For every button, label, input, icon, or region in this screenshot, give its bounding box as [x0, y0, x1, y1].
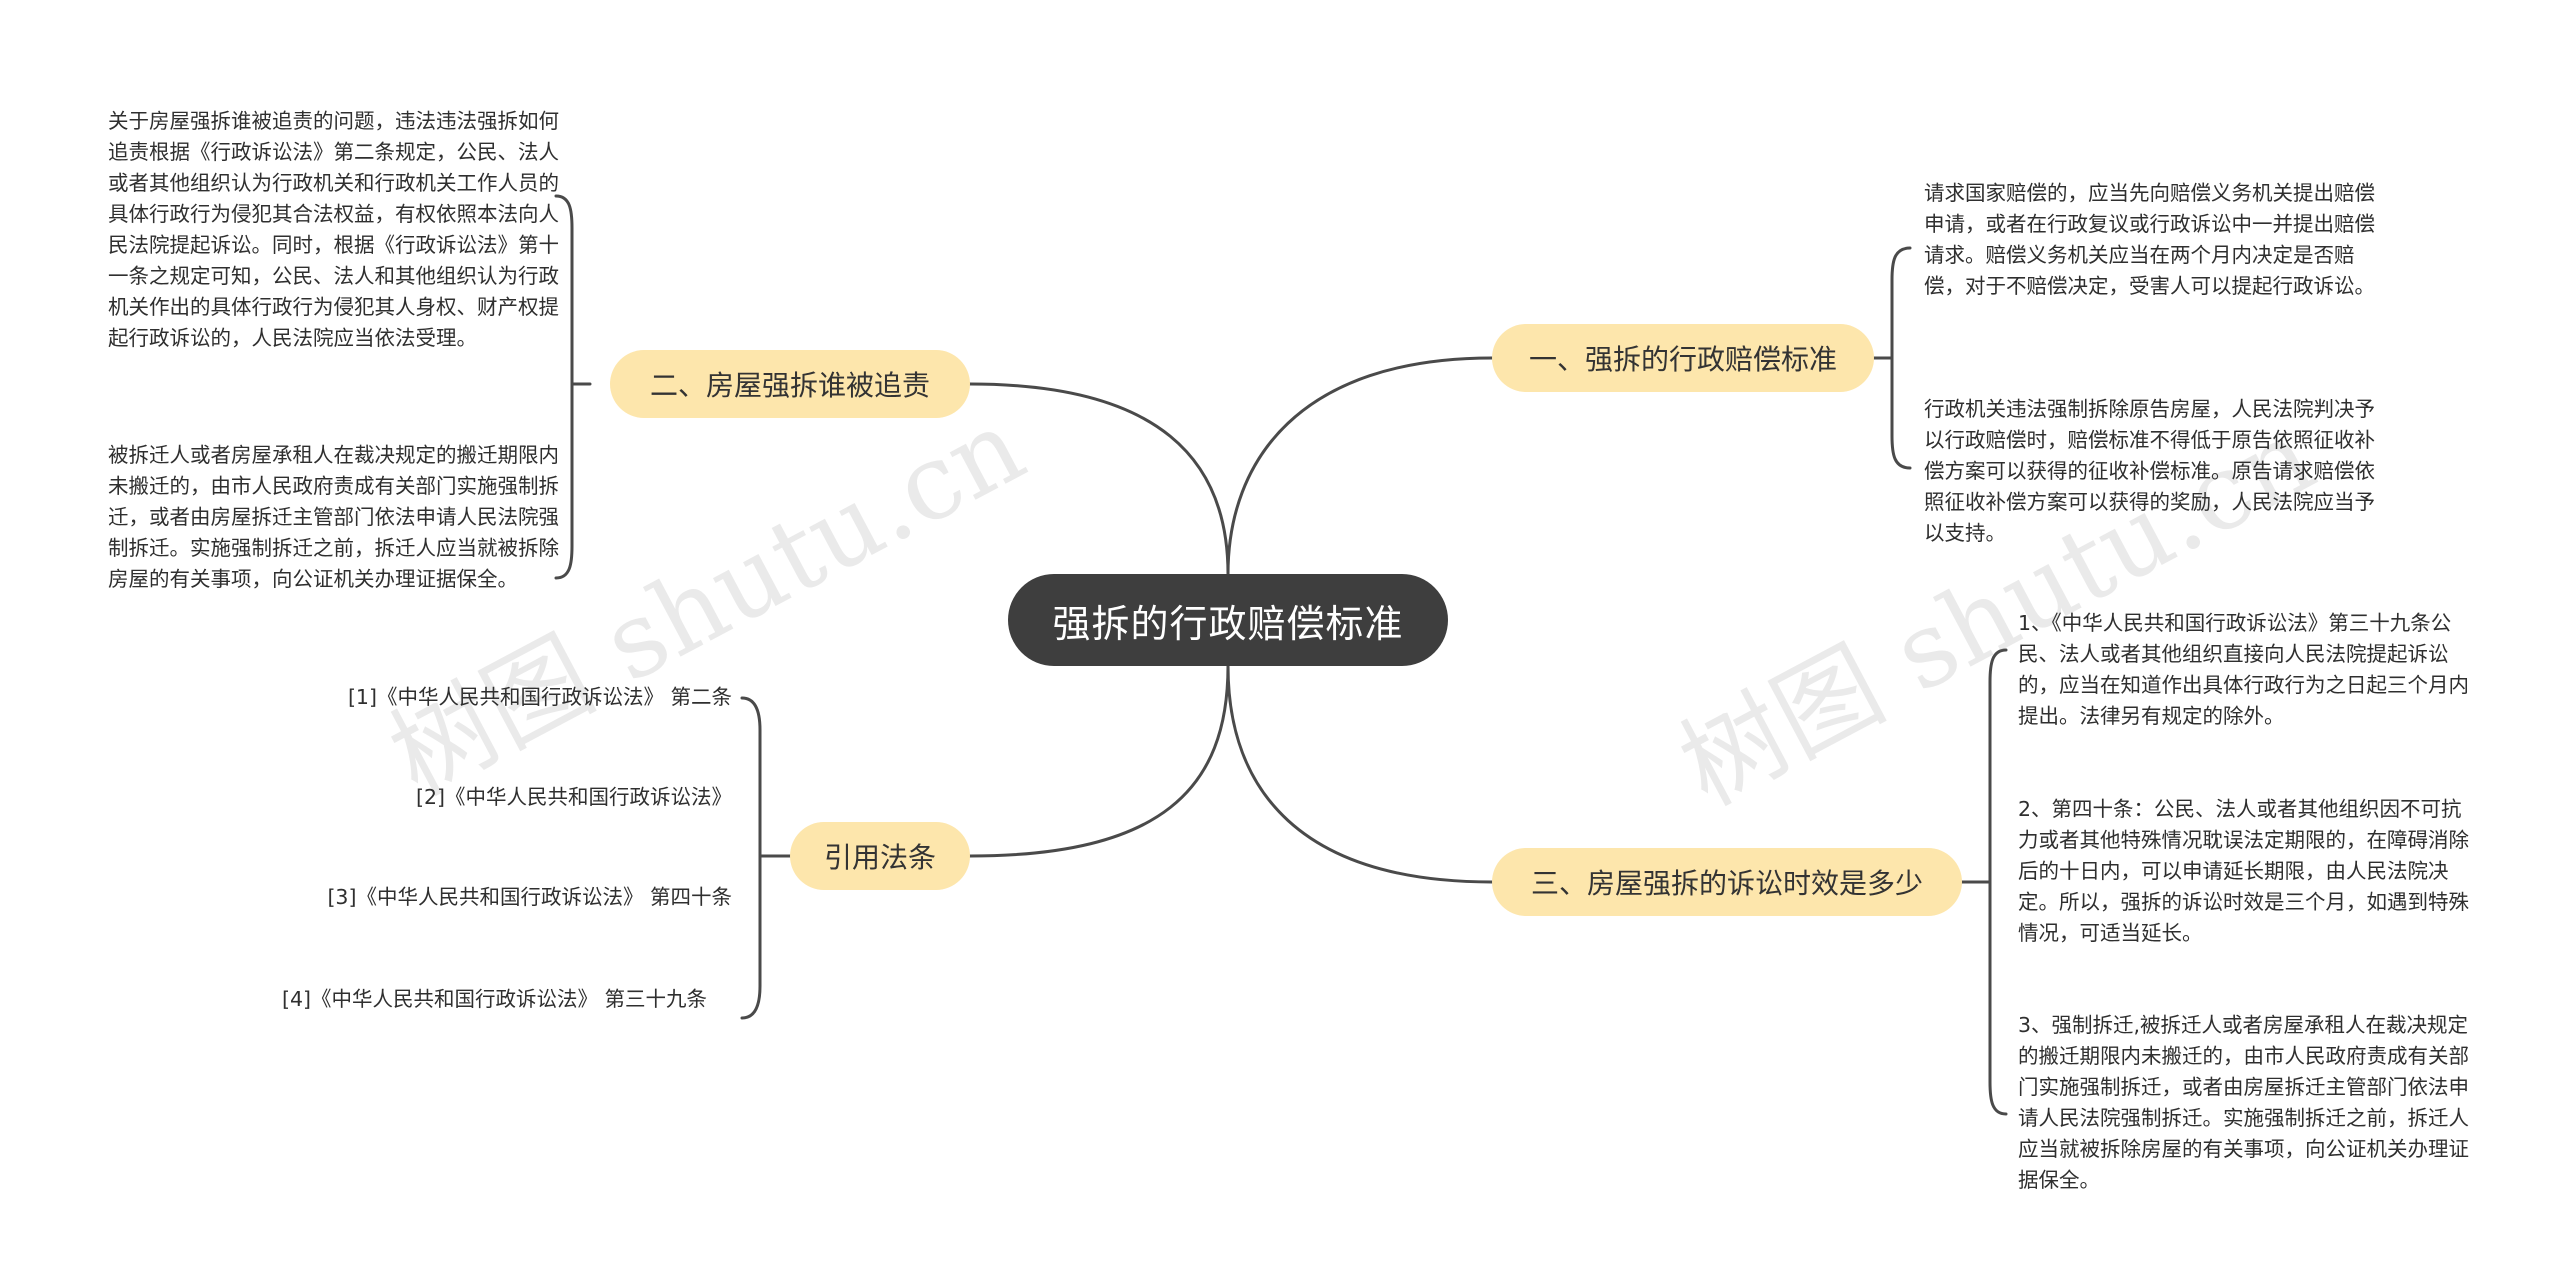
bracket-b3: [1960, 648, 2008, 1116]
bracket-b2: [554, 194, 592, 580]
leaf-b1-demolition-judgment: 行政机关违法强制拆除原告房屋，人民法院判决予以行政赔偿时，赔偿标准不得低于原告依…: [1924, 397, 2375, 545]
leaf-b4-citation-1: [1]《中华人民共和国行政诉讼法》 第二条: [347, 685, 732, 709]
branch-compensation-standard[interactable]: 一、强拆的行政赔偿标准: [1492, 324, 1874, 392]
leaf-b4-citation-2: [2]《中华人民共和国行政诉讼法》: [415, 785, 732, 809]
connector-central-b3: [1226, 664, 1494, 884]
branch-statute-of-limitations[interactable]: 三、房屋强拆的诉讼时效是多少: [1492, 848, 1962, 916]
leaf-b4-citation-4: [4]《中华人民共和国行政诉讼法》 第三十九条: [282, 987, 708, 1011]
leaf-b3-article-40: 2、第四十条：公民、法人或者其他组织因不可抗力或者其他特殊情况耽误法定期限的，在…: [2018, 797, 2469, 945]
connector-central-b1: [1226, 356, 1494, 576]
leaf-b2-forced-relocation: 被拆迁人或者房屋承租人在裁决规定的搬迁期限内未搬迁的，由市人民政府责成有关部门实…: [108, 443, 559, 591]
leaf-b3-forced-demolition: 3、强制拆迁,被拆迁人或者房屋承租人在裁决规定的搬迁期限内未搬迁的，由市人民政府…: [2018, 1013, 2469, 1192]
leaf-b4-citation-3: [3]《中华人民共和国行政诉讼法》 第四十条: [327, 885, 732, 909]
bracket-b4: [740, 696, 792, 1020]
central-topic[interactable]: 强拆的行政赔偿标准: [1008, 574, 1448, 666]
leaf-b1-state-compensation: 请求国家赔偿的，应当先向赔偿义务机关提出赔偿申请，或者在行政复议或行政诉讼中一并…: [1924, 181, 2375, 298]
branch-cited-laws[interactable]: 引用法条: [790, 822, 970, 890]
branch-who-is-accountable[interactable]: 二、房屋强拆谁被追责: [610, 350, 970, 418]
leaf-b2-accountability: 关于房屋强拆谁被追责的问题，违法违法强拆如何追责根据《行政诉讼法》第二条规定，公…: [108, 109, 559, 350]
connector-central-b2: [968, 382, 1230, 576]
bracket-b1: [1872, 246, 1912, 470]
connector-central-b4: [968, 664, 1230, 858]
leaf-b3-article-39: 1、《中华人民共和国行政诉讼法》第三十九条公民、法人或者其他组织直接向人民法院提…: [2018, 611, 2469, 728]
